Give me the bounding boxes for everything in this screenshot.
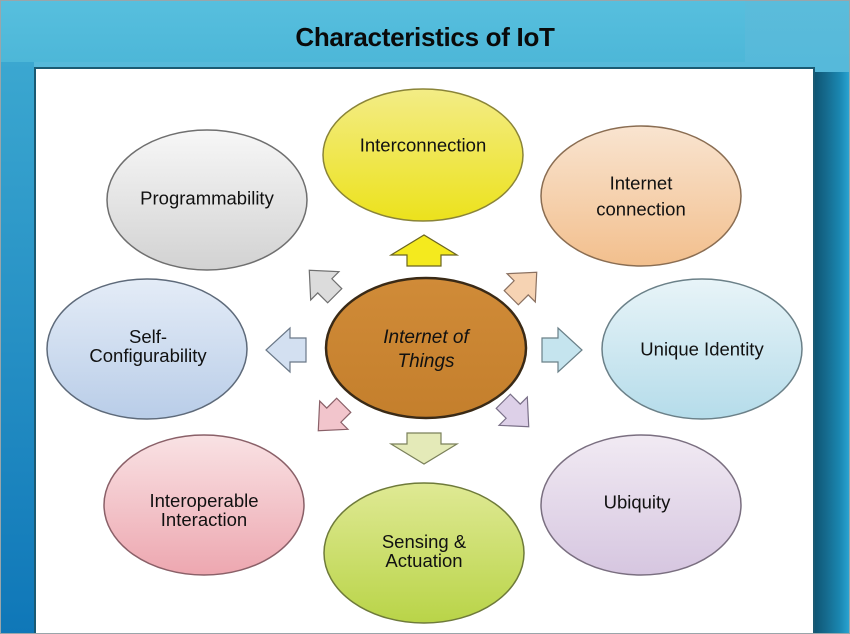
left-frame-strip bbox=[0, 62, 34, 634]
node-sensing-actuation-label: Sensing & Actuation bbox=[382, 532, 466, 570]
node-interoperable-interaction-ellipse bbox=[103, 434, 305, 576]
node-ubiquity-ellipse bbox=[540, 434, 742, 576]
label-line: Actuation bbox=[385, 550, 463, 571]
arrow-up-left-icon bbox=[308, 269, 343, 304]
node-unique-identity-ellipse bbox=[601, 278, 803, 420]
node-programmability-label: Programmability bbox=[140, 189, 274, 208]
label-line: Interaction bbox=[160, 509, 248, 530]
label-line: Programmability bbox=[140, 187, 274, 209]
arrow-down-left-icon bbox=[317, 397, 352, 432]
node-programmability-ellipse bbox=[106, 129, 308, 271]
node-internet-connection-ellipse bbox=[540, 125, 742, 267]
arrow-up-right-icon bbox=[503, 271, 538, 306]
arrow-up-icon bbox=[388, 234, 460, 267]
label-line: Things bbox=[397, 351, 455, 372]
label-line: Configurability bbox=[89, 345, 207, 366]
label-line: Unique Identity bbox=[640, 338, 764, 360]
node-interconnection-label: Interconnection bbox=[360, 136, 487, 155]
center-label: Internet of Things bbox=[383, 326, 469, 374]
slide-title: Characteristics of IoT bbox=[295, 22, 555, 52]
node-internet-connection-label: Internet connection bbox=[596, 174, 685, 219]
label-line: Ubiquity bbox=[603, 491, 671, 513]
arrow-left-icon bbox=[265, 326, 307, 374]
right-frame-shadow bbox=[815, 72, 850, 634]
center-ellipse bbox=[324, 276, 528, 420]
arrow-right-icon bbox=[541, 326, 583, 374]
node-interconnection-ellipse bbox=[322, 88, 524, 222]
node-interoperable-interaction-label: Interoperable Interaction bbox=[149, 491, 258, 529]
title-band bbox=[0, 0, 745, 62]
label-line: Sensing & bbox=[381, 531, 467, 552]
label-line: Internet of bbox=[383, 327, 469, 348]
node-sensing-actuation-ellipse bbox=[323, 482, 525, 624]
node-self-configurability-label: Self- Configurability bbox=[89, 327, 206, 365]
arrow-down-icon bbox=[388, 432, 460, 465]
label-line: Interoperable bbox=[149, 490, 259, 511]
label-line: Internet bbox=[609, 172, 673, 194]
arrow-down-right-icon bbox=[495, 393, 530, 428]
label-line: connection bbox=[596, 198, 686, 220]
node-unique-identity-label: Unique Identity bbox=[640, 340, 763, 359]
label-line: Interconnection bbox=[359, 134, 487, 156]
node-self-configurability-ellipse bbox=[46, 278, 248, 420]
label-line: Self- bbox=[128, 326, 168, 347]
node-ubiquity-label: Ubiquity bbox=[604, 493, 671, 512]
